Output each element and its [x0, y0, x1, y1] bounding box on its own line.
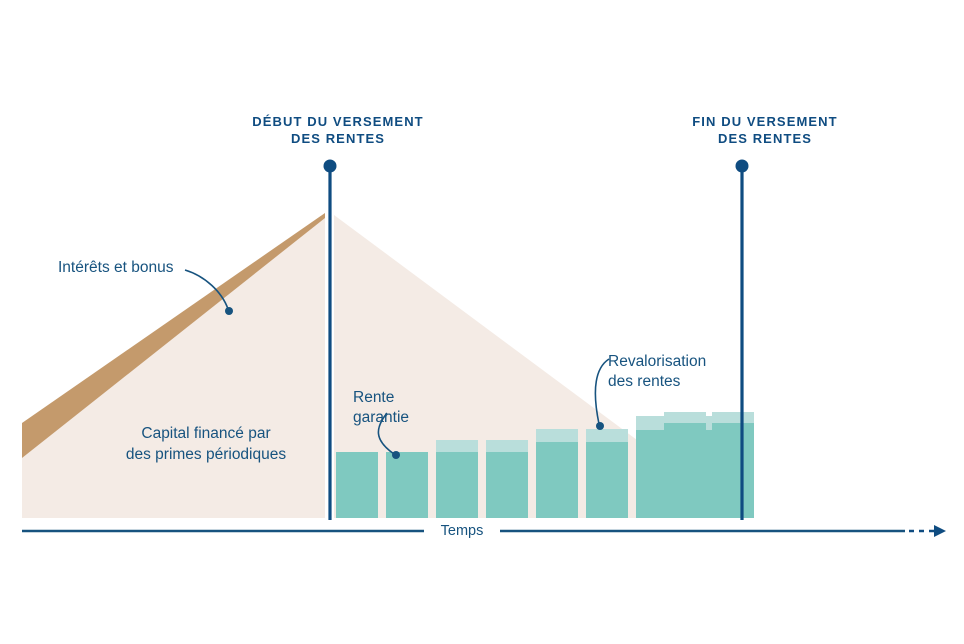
- bar-group-rentes: [336, 412, 754, 518]
- callout-label-capital-finance: Capital financé par des primes périodiqu…: [125, 425, 287, 463]
- leader-line-revalorisation: [594, 358, 610, 430]
- milestone-dot-debut: [323, 159, 337, 173]
- bar-rente-4-top: [486, 440, 528, 452]
- leader-line-interets: [184, 269, 233, 315]
- time-axis: [22, 525, 946, 537]
- bar-rente-3-base: [436, 452, 478, 518]
- leader-line-rente-garantie: [377, 412, 400, 459]
- bar-rente-2-base: [386, 452, 428, 518]
- bar-rente-10-top: [712, 412, 754, 423]
- area-interets-bonus: [22, 213, 325, 458]
- bar-rente-4-base: [486, 452, 528, 518]
- bar-rente-9-top: [664, 412, 706, 423]
- bar-rente-6-base: [586, 442, 628, 518]
- milestone-marker-fin: [735, 159, 749, 520]
- bar-rente-5-top: [536, 429, 578, 442]
- callout-label-rente-garantie: Rente garantie: [353, 389, 410, 426]
- milestone-label-debut-versement: Début du versement des rentes: [252, 114, 424, 146]
- bar-rente-3-top: [436, 440, 478, 452]
- milestone-marker-debut: [323, 159, 337, 520]
- milestone-dot-fin: [735, 159, 749, 173]
- axis-label-temps: Temps: [440, 523, 484, 539]
- bar-rente-10-base: [712, 423, 754, 518]
- callout-label-interets-et-bonus: Intérêts et bonus: [58, 259, 174, 276]
- milestone-label-fin-versement: Fin du versement des rentes: [692, 114, 838, 146]
- bar-rente-9-base: [664, 423, 706, 518]
- area-capital-accumulation: [22, 215, 325, 518]
- bar-rente-6-top: [586, 429, 628, 442]
- callout-label-revalorisation-des-rentes: Revalorisation des rentes: [608, 353, 707, 390]
- bar-rente-5-base: [536, 442, 578, 518]
- bar-rente-1-base: [336, 452, 378, 518]
- time-axis-arrowhead: [934, 525, 946, 537]
